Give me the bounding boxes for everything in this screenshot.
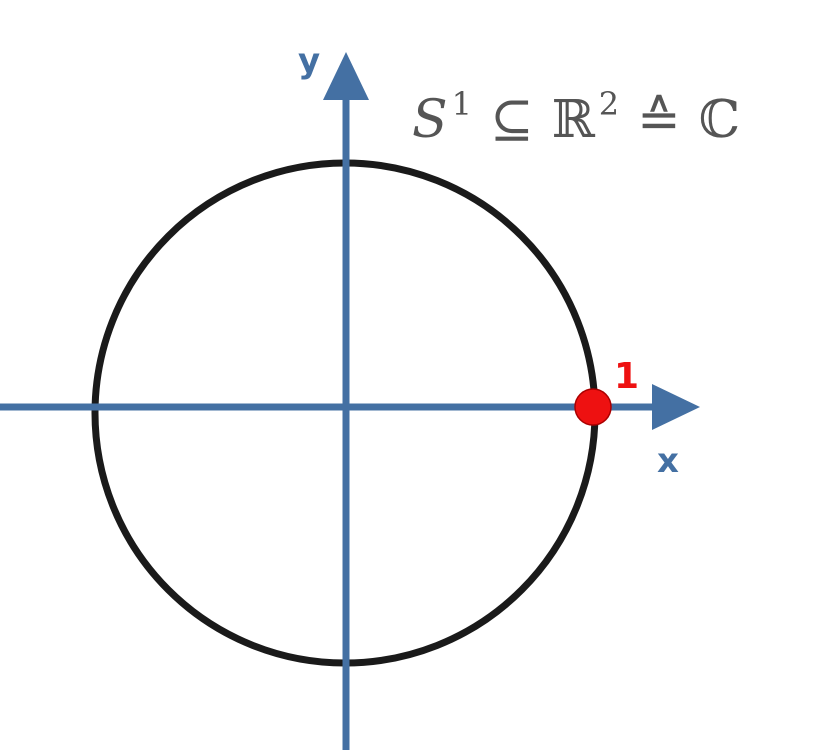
formula-equiv-symbol: ≙ — [637, 90, 681, 150]
point-one-label: 1 — [614, 356, 639, 397]
formula-set-superscript: 1 — [452, 85, 472, 123]
x-axis-label: x — [657, 441, 679, 481]
point-one-marker — [574, 388, 612, 426]
formula-reals-symbol: ℝ — [552, 90, 596, 150]
y-axis-arrowhead — [323, 52, 369, 100]
formula-complex-symbol: ℂ — [699, 90, 740, 150]
y-axis-label: y — [298, 41, 320, 81]
formula-subset-symbol: ⊆ — [490, 90, 534, 150]
x-axis-arrowhead — [652, 384, 700, 430]
formula-set-symbol: S — [412, 90, 448, 150]
formula-reals-superscript: 2 — [599, 85, 619, 123]
